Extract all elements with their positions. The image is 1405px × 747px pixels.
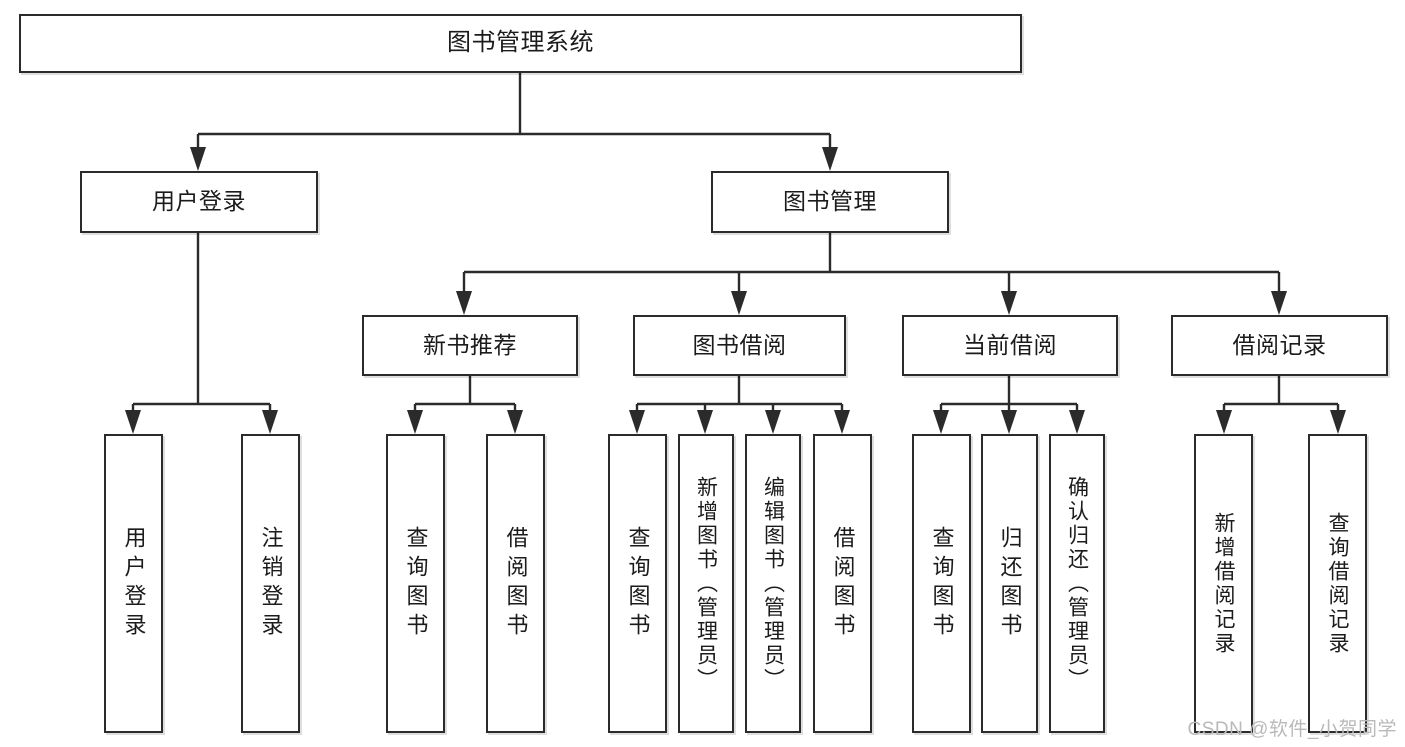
arrow-head-bb-leaf-2 bbox=[697, 410, 713, 434]
node-label-leaf-nbr-query-book: 查询图书 bbox=[403, 525, 429, 642]
node-label-leaf-user-login: 用户登录 bbox=[121, 525, 147, 642]
node-leaf-br-add-record[interactable]: 新增借阅记录 bbox=[1194, 434, 1253, 733]
node-current-borrow[interactable]: 当前借阅 bbox=[902, 315, 1118, 376]
node-label-root: 图书管理系统 bbox=[447, 29, 594, 57]
node-leaf-cb-query-book[interactable]: 查询图书 bbox=[912, 434, 971, 733]
node-label-leaf-cb-confirm-return: 确认归还（管理员） bbox=[1065, 475, 1089, 692]
arrow-head-nbr-leaf-2 bbox=[507, 410, 523, 434]
node-label-leaf-br-query-record: 查询借阅记录 bbox=[1326, 511, 1349, 656]
arrow-head-leaf-logout bbox=[262, 410, 278, 434]
arrow-head-leaf-user-login bbox=[125, 410, 141, 434]
arrow-head-cb-leaf-3 bbox=[1069, 410, 1085, 434]
node-user-login[interactable]: 用户登录 bbox=[80, 171, 318, 233]
arrow-head-nbr-leaf-1 bbox=[407, 410, 423, 434]
node-book-management[interactable]: 图书管理 bbox=[711, 171, 949, 233]
arrow-head-borrow-record bbox=[1271, 291, 1287, 315]
node-label-leaf-nbr-borrow-book: 借阅图书 bbox=[503, 525, 529, 642]
node-leaf-nbr-query-book[interactable]: 查询图书 bbox=[386, 434, 445, 733]
arrow-head-br-leaf-2 bbox=[1330, 410, 1346, 434]
node-label-leaf-bb-borrow-book: 借阅图书 bbox=[830, 525, 856, 642]
node-label-leaf-cb-return-book: 归还图书 bbox=[997, 525, 1023, 642]
node-label-leaf-bb-add-book: 新增图书（管理员） bbox=[694, 475, 718, 692]
node-borrow-record[interactable]: 借阅记录 bbox=[1171, 315, 1388, 376]
node-label-current-borrow: 当前借阅 bbox=[963, 331, 1057, 358]
node-label-borrow-record: 借阅记录 bbox=[1232, 331, 1327, 358]
arrow-head-bb-leaf-3 bbox=[765, 410, 781, 434]
node-label-leaf-logout: 注销登录 bbox=[258, 525, 284, 642]
node-leaf-cb-return-book[interactable]: 归还图书 bbox=[981, 434, 1038, 733]
arrow-head-new-book bbox=[456, 291, 472, 315]
node-leaf-nbr-borrow-book[interactable]: 借阅图书 bbox=[486, 434, 545, 733]
node-label-leaf-cb-query-book: 查询图书 bbox=[929, 525, 955, 642]
node-leaf-user-login[interactable]: 用户登录 bbox=[104, 434, 163, 733]
node-leaf-bb-query-book[interactable]: 查询图书 bbox=[608, 434, 667, 733]
arrow-head-user-login bbox=[190, 147, 206, 171]
node-label-leaf-bb-edit-book: 编辑图书（管理员） bbox=[761, 475, 785, 692]
arrow-head-book-borrow bbox=[731, 291, 747, 315]
node-label-book-borrow: 图书借阅 bbox=[692, 331, 787, 358]
node-label-new-book-recommend: 新书推荐 bbox=[423, 331, 517, 358]
node-label-user-login: 用户登录 bbox=[152, 188, 246, 215]
node-label-leaf-br-add-record: 新增借阅记录 bbox=[1212, 511, 1235, 656]
arrow-head-bb-leaf-4 bbox=[834, 410, 850, 434]
node-leaf-br-query-record[interactable]: 查询借阅记录 bbox=[1308, 434, 1367, 733]
node-leaf-cb-confirm-return[interactable]: 确认归还（管理员） bbox=[1049, 434, 1105, 733]
arrow-head-current-borrow bbox=[1001, 291, 1017, 315]
arrow-head-book-mgmt bbox=[822, 147, 838, 171]
arrow-head-bb-leaf-1 bbox=[629, 410, 645, 434]
node-leaf-bb-add-book[interactable]: 新增图书（管理员） bbox=[678, 434, 734, 733]
node-leaf-logout[interactable]: 注销登录 bbox=[241, 434, 300, 733]
node-leaf-bb-borrow-book[interactable]: 借阅图书 bbox=[813, 434, 872, 733]
node-label-leaf-bb-query-book: 查询图书 bbox=[625, 525, 651, 642]
arrow-head-br-leaf-1 bbox=[1216, 410, 1232, 434]
node-leaf-bb-edit-book[interactable]: 编辑图书（管理员） bbox=[745, 434, 801, 733]
node-new-book-recommend[interactable]: 新书推荐 bbox=[362, 315, 578, 376]
node-root-book-management-system[interactable]: 图书管理系统 bbox=[19, 14, 1022, 73]
node-book-borrow[interactable]: 图书借阅 bbox=[633, 315, 846, 376]
arrow-head-cb-leaf-1 bbox=[933, 410, 949, 434]
node-label-book-management: 图书管理 bbox=[783, 188, 877, 215]
arrow-head-cb-leaf-2 bbox=[1001, 410, 1017, 434]
